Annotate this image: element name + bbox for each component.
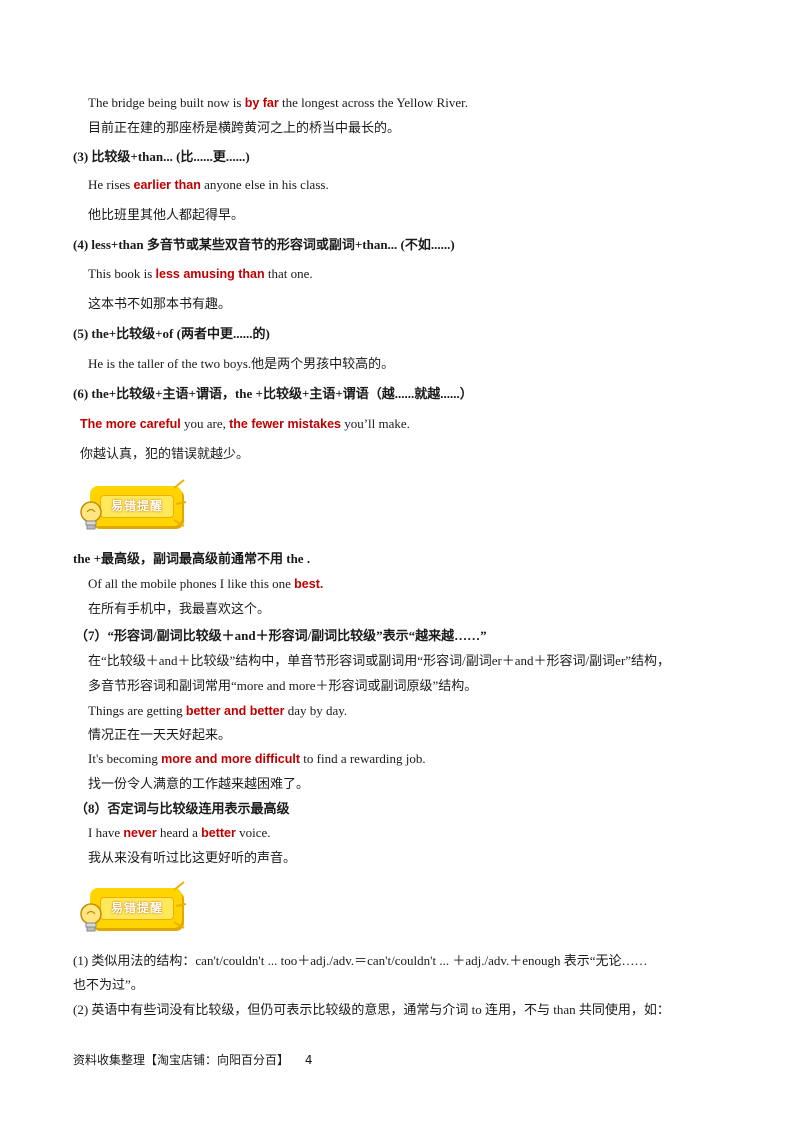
lightbulb-icon	[80, 903, 102, 932]
rule-heading: (6) the+比较级+主语+谓语，the +比较级+主语+谓语（越......…	[73, 386, 473, 401]
example-sentence: He rises earlier than anyone else in his…	[88, 177, 329, 192]
sparkle-icon	[173, 479, 187, 527]
example-sentence: Of all the mobile phones I like this one…	[88, 576, 324, 591]
explanation: 多音节形容词和副词常用“more and more＋形容词或副词原级”结构。	[88, 678, 478, 693]
translation: 这本书不如那本书有趣。	[88, 296, 232, 311]
translation: 他比班里其他人都起得早。	[88, 207, 245, 222]
rule-heading: (5) the+比较级+of (两者中更......的)	[73, 326, 270, 341]
rule-heading: (3) 比较级+than... (比......更......)	[73, 149, 250, 164]
sparkle-icon	[173, 881, 187, 929]
example-sentence: He is the taller of the two boys.他是两个男孩中…	[88, 356, 395, 371]
note-item: (2) 英语中有些词没有比较级，但仍可表示比较级的意思，通常与介词 to 连用，…	[73, 1002, 670, 1017]
example-sentence: This book is less amusing than that one.	[88, 266, 313, 281]
translation: 情况正在一天天好起来。	[88, 727, 232, 742]
rule-heading: the +最高级，副词最高级前通常不用 the .	[73, 551, 311, 566]
highlight-phrase: less amusing than	[155, 267, 265, 281]
highlight-phrase: never	[123, 826, 157, 840]
rule-heading: （8）否定词与比较级连用表示最高级	[75, 801, 290, 816]
explanation: 在“比较级＋and＋比较级”结构中，单音节形容词或副词用“形容词/副词er＋an…	[88, 653, 671, 668]
translation: 在所有手机中，我最喜欢这个。	[88, 601, 271, 616]
translation: 你越认真，犯的错误就越少。	[80, 446, 250, 461]
example-sentence: Things are getting better and better day…	[88, 703, 348, 718]
translation: 我从来没有听过比这更好听的声音。	[88, 850, 297, 865]
rule-heading: （7）“形容词/副词比较级＋and＋形容词/副词比较级”表示“越来越……”	[75, 628, 487, 643]
example-sentence: The more careful you are, the fewer mist…	[80, 416, 410, 431]
error-reminder-badge: 易错提醒	[76, 474, 188, 538]
badge-label: 易错提醒	[100, 495, 174, 518]
lightbulb-icon	[80, 501, 102, 530]
badge-label: 易错提醒	[100, 897, 174, 920]
note-item-continued: 也不为过”。	[73, 977, 144, 992]
highlight-phrase: better and better	[185, 704, 285, 718]
highlight-phrase: by far	[244, 96, 279, 110]
highlight-phrase: best.	[294, 577, 324, 591]
example-sentence: I have never heard a better voice.	[88, 825, 271, 840]
translation: 找一份令人满意的工作越来越困难了。	[88, 776, 310, 791]
example-sentence: The bridge being built now is by far the…	[88, 95, 468, 110]
highlight-phrase: better	[201, 826, 236, 840]
highlight-phrase: the fewer mistakes	[229, 417, 341, 431]
translation: 目前正在建的那座桥是横跨黄河之上的桥当中最长的。	[88, 120, 401, 135]
page-number: 4	[304, 1053, 313, 1067]
example-sentence: It's becoming more and more difficult to…	[88, 751, 426, 766]
highlight-phrase: earlier than	[133, 178, 201, 192]
note-item: (1) 类似用法的结构：can't/couldn't ... too＋adj./…	[73, 953, 648, 968]
error-reminder-badge: 易错提醒	[76, 876, 188, 940]
highlight-phrase: The more careful	[80, 417, 181, 431]
page-footer: 资料收集整理【淘宝店铺：向阳百分百】 4	[73, 1052, 312, 1068]
rule-heading: (4) less+than 多音节或某些双音节的形容词或副词+than... (…	[73, 237, 455, 252]
highlight-phrase: more and more difficult	[161, 752, 301, 766]
footer-source: 资料收集整理【淘宝店铺：向阳百分百】	[73, 1053, 290, 1067]
